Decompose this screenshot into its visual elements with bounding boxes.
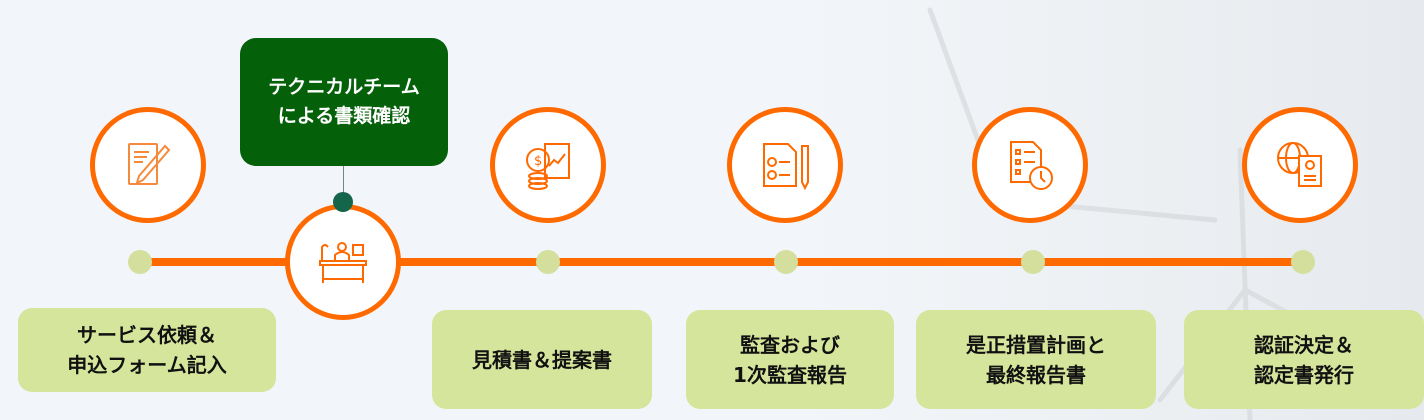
step-4-line-1: 監査および — [740, 332, 840, 357]
timeline-node-5 — [1021, 250, 1045, 274]
step-4-line-2: 1次監査報告 — [733, 362, 847, 387]
coins-report-icon: $ — [526, 143, 570, 190]
globe-certificate-icon — [1277, 142, 1322, 187]
desk-worker-icon — [319, 242, 367, 283]
callout-line-1: テクニカルチーム — [268, 75, 420, 98]
callout-line-2: による書類確認 — [277, 105, 411, 127]
step-1-circle — [90, 107, 206, 223]
step-4-circle — [727, 107, 843, 223]
timeline-node-6 — [1291, 250, 1315, 274]
step-5-line-2: 最終報告書 — [986, 362, 1086, 387]
form-pencil-icon — [128, 143, 171, 185]
step-2-circle — [285, 204, 401, 320]
step-3-line-1: 見積書＆提案書 — [472, 347, 612, 372]
svg-text:$: $ — [534, 154, 542, 169]
step-6-circle — [1242, 107, 1358, 223]
step-4-label: 監査および 1次監査報告 — [686, 310, 894, 409]
step-6-line-1: 認証決定＆ — [1254, 332, 1354, 357]
step-6-label: 認証決定＆ 認定書発行 — [1184, 310, 1424, 409]
timeline-line — [140, 258, 1303, 266]
timeline-node-1 — [128, 250, 152, 274]
timeline-node-4 — [774, 250, 798, 274]
step-5-label: 是正措置計画と 最終報告書 — [916, 310, 1156, 409]
step-5-circle — [972, 107, 1088, 223]
callout-connector-dot — [333, 192, 353, 212]
highlight-callout: テクニカルチーム による書類確認 — [240, 38, 448, 166]
step-3-circle: $ — [490, 107, 606, 223]
checklist-pencil-icon — [763, 143, 809, 191]
callout-connector — [343, 166, 344, 196]
step-1-line-1: サービス依頼＆ — [77, 323, 217, 347]
step-1-line-2: 申込フォーム記入 — [67, 353, 227, 377]
timeline-node-3 — [536, 250, 560, 274]
step-6-line-2: 認定書発行 — [1254, 362, 1354, 387]
document-clock-icon — [1010, 141, 1053, 190]
step-3-label: 見積書＆提案書 — [432, 310, 652, 409]
step-1-label: サービス依頼＆ 申込フォーム記入 — [18, 308, 276, 392]
step-5-line-1: 是正措置計画と — [966, 332, 1106, 357]
